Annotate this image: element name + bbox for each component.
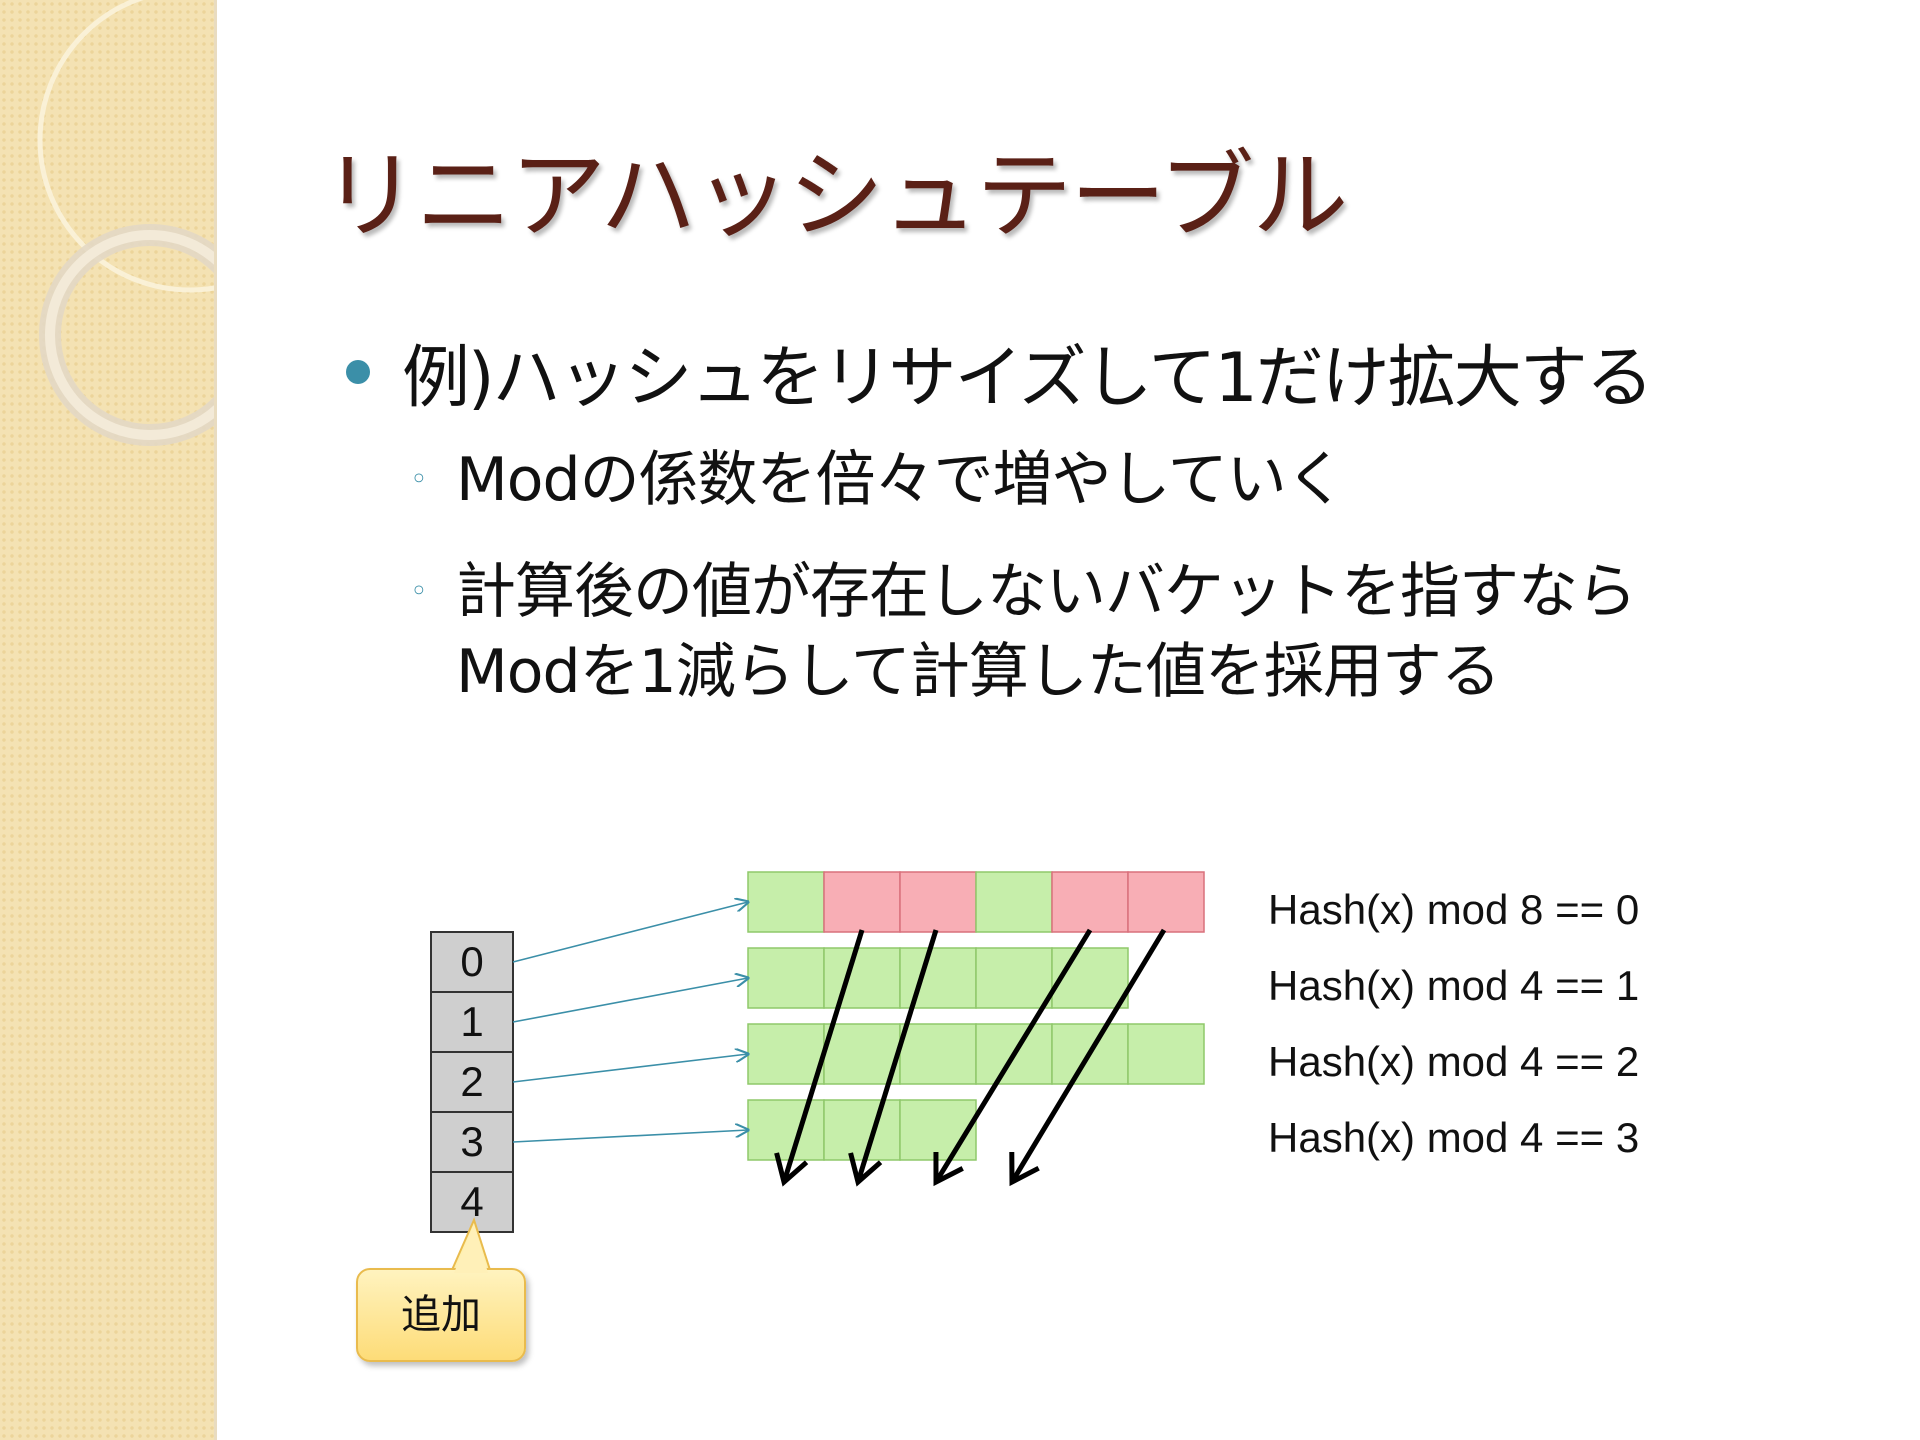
- index-cell-label-2: 2: [460, 1058, 483, 1105]
- sub-bullet-2: 計算後の値が存在しないバケットを指すなら Modを1減らして計算した値を採用する: [456, 552, 1637, 712]
- pointer-arrow-1: [512, 978, 748, 1023]
- bullet-dot-icon: [346, 360, 370, 384]
- bucket-cell-r1-c4: [1051, 947, 1129, 1009]
- sub-bullet-2-line-1: 計算後の値が存在しないバケットを指すなら: [456, 557, 1637, 627]
- sub-bullet-1: Modの係数を倍々で増やしていく: [456, 440, 1346, 520]
- sub-bullet-marker-1: ◦: [410, 462, 428, 497]
- bucket-cell-r2-c3: [975, 1023, 1053, 1085]
- decorative-rings: [37, 0, 214, 446]
- move-arrow-head-2: [933, 1151, 964, 1187]
- pointer-arrow-2: [512, 1054, 748, 1083]
- bucket-cell-r1-c3: [975, 947, 1053, 1009]
- bucket-cell-r0-c2: [899, 871, 977, 933]
- move-arrow-head-0: [774, 1152, 809, 1187]
- bucket-cell-r0-c4: [1051, 871, 1129, 933]
- sub-bullet-marker-2: ◦: [410, 574, 428, 609]
- sub-bullet-1-line-1: Modの係数を倍々で増やしていく: [456, 445, 1346, 515]
- move-arrow-3: [1009, 928, 1167, 1184]
- add-callout-label: 追加: [401, 1292, 481, 1338]
- move-arrow-head-3: [1009, 1151, 1040, 1187]
- move-arrow-0: [781, 929, 865, 1183]
- index-cell-label-1: 1: [460, 998, 483, 1045]
- bucket-row-label-1: Hash(x) mod 4 == 1: [1268, 962, 1640, 1009]
- move-arrow-2: [933, 928, 1093, 1184]
- sub-bullet-2-line-2: Modを1減らして計算した値を採用する: [456, 637, 1501, 707]
- bucket-row-label-0: Hash(x) mod 8 == 0: [1268, 886, 1640, 933]
- pointer-arrow-0: [512, 902, 748, 963]
- index-cell-1: [430, 991, 514, 1053]
- bucket-cell-r3-c2: [899, 1099, 977, 1161]
- add-callout: 追加: [356, 1268, 526, 1362]
- index-cell-label-0: 0: [460, 938, 483, 985]
- bucket-cell-r2-c5: [1127, 1023, 1205, 1085]
- bucket-cell-r0-c5: [1127, 871, 1205, 933]
- slide-title: リニアハッシュテーブル: [322, 140, 1348, 252]
- main-bullet: 例)ハッシュをリサイズして1だけ拡大する: [402, 339, 1654, 418]
- move-arrow-1: [855, 929, 939, 1183]
- index-cell-label-3: 3: [460, 1118, 483, 1165]
- bucket-row-label-3: Hash(x) mod 4 == 3: [1268, 1114, 1640, 1161]
- pointer-arrow-3: [512, 1130, 748, 1143]
- index-cell-label-4: 4: [460, 1178, 483, 1225]
- bucket-cell-r2-c2: [899, 1023, 977, 1085]
- bucket-cell-r1-c0: [747, 947, 825, 1009]
- bucket-cell-r3-c0: [747, 1099, 825, 1161]
- index-cell-0: [430, 931, 514, 993]
- bucket-cell-r2-c0: [747, 1023, 825, 1085]
- bucket-cell-r2-c1: [823, 1023, 901, 1085]
- move-arrow-head-1: [848, 1152, 883, 1187]
- bucket-row-label-2: Hash(x) mod 4 == 2: [1268, 1038, 1640, 1085]
